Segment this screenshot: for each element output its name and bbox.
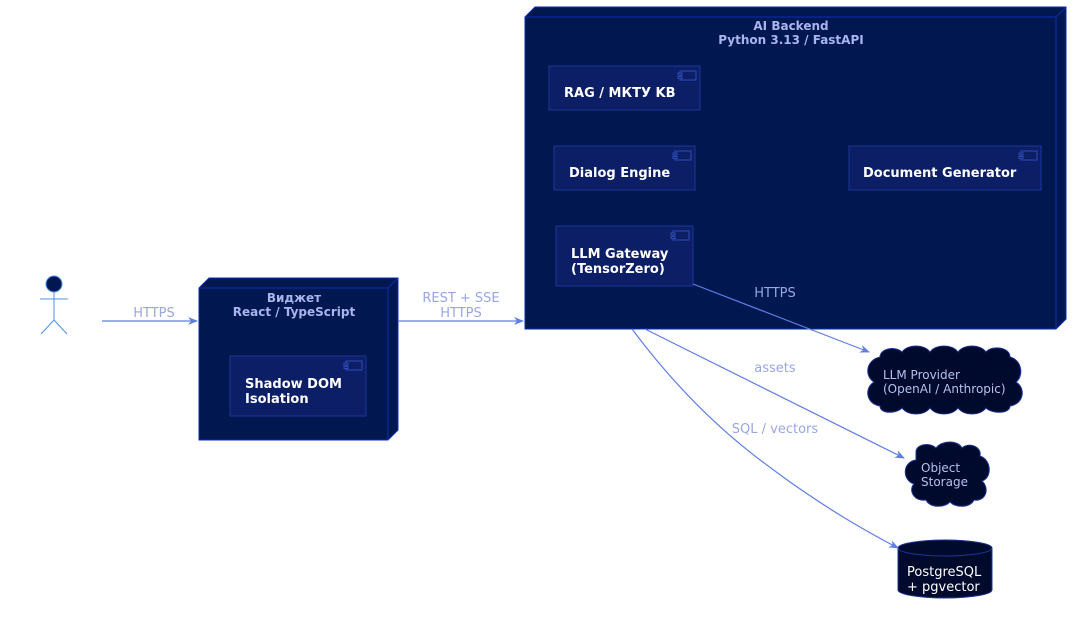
- llm-gateway-label-2: (TensorZero): [571, 262, 665, 277]
- edge-label-widget-backend-1: REST + SSE: [422, 291, 499, 306]
- edge-widget-backend: REST + SSE HTTPS: [398, 291, 524, 325]
- dialog-engine-label: Dialog Engine: [569, 166, 670, 181]
- dialog-engine-component: Dialog Engine: [553, 145, 696, 191]
- postgresql-database: PostgreSQL + pgvector: [897, 539, 993, 599]
- rag-label: RAG / МКТУ KB: [564, 86, 676, 101]
- edge-label-backend-db: SQL / vectors: [732, 422, 819, 437]
- postgresql-label-1: PostgreSQL: [907, 565, 982, 580]
- document-generator-label: Document Generator: [863, 166, 1017, 181]
- edge-label-widget-backend-2: HTTPS: [440, 306, 482, 321]
- edge-gateway-llm: HTTPS: [692, 283, 870, 353]
- llm-provider-cloud: LLM Provider (OpenAI / Anthropic): [867, 345, 1023, 415]
- object-storage-cloud: Object Storage: [904, 441, 990, 507]
- edge-label-backend-storage: assets: [754, 361, 796, 376]
- backend-subtitle: Python 3.13 / FastAPI: [718, 33, 863, 47]
- edge-user-widget: HTTPS: [102, 306, 198, 325]
- backend-title: AI Backend: [753, 19, 828, 33]
- rag-component: RAG / МКТУ KB: [548, 65, 701, 111]
- widget-title: Виджет: [267, 291, 321, 305]
- edge-backend-db: SQL / vectors: [631, 328, 899, 549]
- document-generator-component: Document Generator: [848, 145, 1042, 191]
- object-storage-label-2: Storage: [921, 475, 968, 489]
- llm-provider-label-1: LLM Provider: [883, 368, 960, 382]
- llm-gateway-label-1: LLM Gateway: [571, 247, 669, 262]
- postgresql-label-2: + pgvector: [907, 580, 980, 595]
- edge-label-user-widget: HTTPS: [133, 306, 175, 321]
- edge-label-gateway-llm: HTTPS: [754, 286, 796, 301]
- widget-subtitle: React / TypeScript: [233, 305, 356, 319]
- shadow-dom-label-1: Shadow DOM: [245, 377, 342, 392]
- user-icon: [40, 275, 68, 335]
- llm-gateway-component: LLM Gateway (TensorZero): [555, 225, 694, 287]
- object-storage-label-1: Object: [921, 461, 960, 475]
- llm-provider-label-2: (OpenAI / Anthropic): [883, 382, 1006, 396]
- edge-backend-storage: assets: [644, 328, 905, 459]
- shadow-dom-component: Shadow DOM Isolation: [229, 355, 367, 417]
- shadow-dom-label-2: Isolation: [245, 392, 309, 407]
